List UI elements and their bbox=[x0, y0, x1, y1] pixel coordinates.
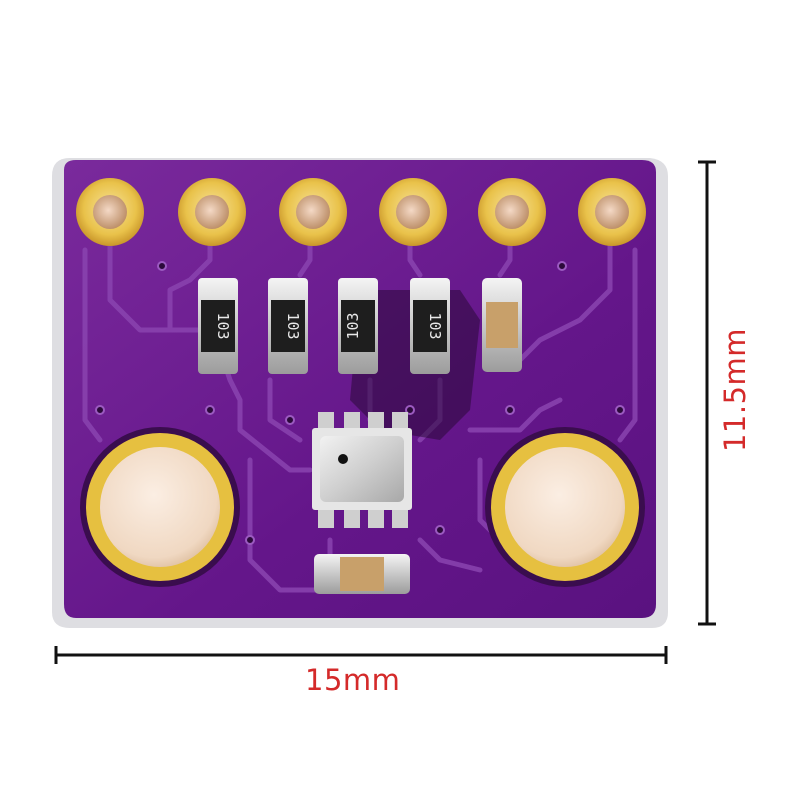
pin-pad-5 bbox=[478, 178, 546, 246]
resistor-4: 103 bbox=[410, 278, 450, 374]
pin-pad-6 bbox=[578, 178, 646, 246]
pressure-sensor-chip bbox=[312, 412, 412, 528]
svg-text:103: 103 bbox=[344, 312, 362, 339]
pin-pad-4 bbox=[379, 178, 447, 246]
pin-header-pads bbox=[76, 178, 646, 246]
height-label: 11.5mm bbox=[718, 327, 752, 453]
resistor-3: 103 bbox=[338, 278, 378, 374]
capacitor-bottom bbox=[314, 554, 410, 594]
mounting-hole-left bbox=[80, 427, 240, 587]
vias bbox=[95, 261, 625, 545]
mounting-hole-right bbox=[485, 427, 645, 587]
height-dimension-line bbox=[698, 160, 716, 626]
pin-pad-2 bbox=[178, 178, 246, 246]
svg-text:103: 103 bbox=[426, 312, 444, 339]
width-dimension-line bbox=[54, 646, 668, 664]
resistor-1: 103 bbox=[198, 278, 238, 374]
svg-text:103: 103 bbox=[214, 312, 232, 339]
pin-pad-3 bbox=[279, 178, 347, 246]
capacitor-top bbox=[482, 278, 522, 372]
svg-text:103: 103 bbox=[284, 312, 302, 339]
resistor-2: 103 bbox=[268, 278, 308, 374]
width-label: 15mm bbox=[305, 663, 401, 697]
pin-pad-1 bbox=[76, 178, 144, 246]
